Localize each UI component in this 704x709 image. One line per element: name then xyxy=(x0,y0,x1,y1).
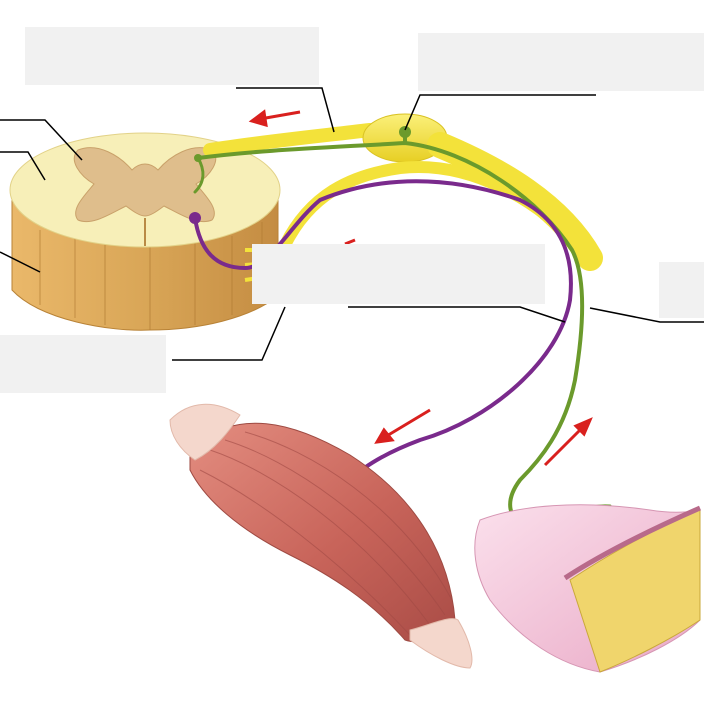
distal-tendon xyxy=(409,618,473,669)
leader-lines xyxy=(0,87,704,361)
label-box-right-edge xyxy=(659,262,704,318)
label-box-bottom-left-text xyxy=(0,335,166,347)
muscle-fibers xyxy=(199,431,453,636)
leader-line-sensory-neuron xyxy=(589,307,704,323)
proximal-tendon xyxy=(169,403,241,461)
leader-line-dorsal-root xyxy=(236,87,335,133)
leader-line-motor-neuron xyxy=(348,306,566,323)
label-box-top-left xyxy=(25,27,319,85)
label-box-top-right-text xyxy=(418,33,704,45)
muscle-belly xyxy=(189,422,456,643)
label-box-top-left-text xyxy=(25,27,319,39)
spinal-cord-side-ridges xyxy=(39,222,263,330)
label-box-middle-text xyxy=(252,244,545,256)
leader-line-white-matter xyxy=(0,151,46,181)
label-box-bottom-left xyxy=(0,335,166,393)
leader-line-cord-side xyxy=(0,251,41,273)
leader-line-gray-matter xyxy=(0,119,83,161)
label-box-right-edge-text xyxy=(659,262,704,274)
label-box-middle xyxy=(252,244,545,304)
sensory-neuron-cell-body xyxy=(399,126,411,138)
leader-line-ganglion xyxy=(404,94,596,131)
label-box-top-right xyxy=(418,33,704,91)
interneuron-synapse xyxy=(194,154,202,162)
skin-block xyxy=(474,504,702,673)
skin-epidermis-edge xyxy=(563,505,702,581)
spinal-cord xyxy=(9,132,281,331)
dorsal-root xyxy=(203,123,377,157)
red-arrow-icon xyxy=(248,109,593,467)
motor-neuron-cell-body xyxy=(189,212,201,224)
skeletal-muscle xyxy=(169,403,473,669)
leader-line-ventral-root xyxy=(172,306,286,361)
